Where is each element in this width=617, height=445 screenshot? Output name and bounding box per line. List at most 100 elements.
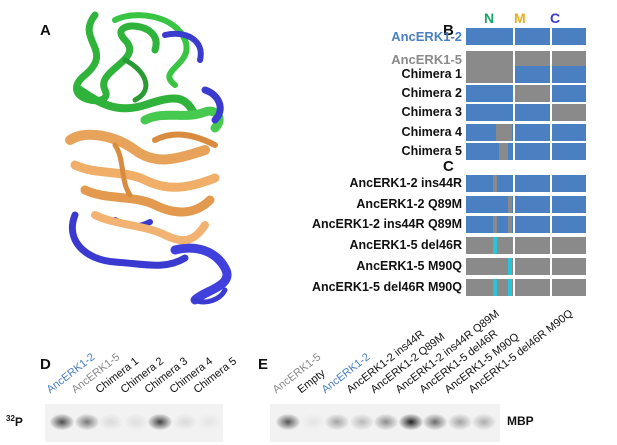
domain-divider <box>513 196 515 213</box>
bar-patch <box>496 124 512 141</box>
domain-divider <box>513 279 515 296</box>
bar-segment <box>514 104 551 121</box>
row-label-c-3: AncERK1-5 del46R <box>349 238 462 252</box>
mutation-mark <box>493 175 497 192</box>
bar-segment <box>466 51 514 68</box>
gel-band <box>423 414 447 430</box>
row-label-b-3: Chimera 2 <box>401 86 462 100</box>
domain-divider <box>513 124 515 141</box>
bar-patch <box>499 143 508 160</box>
bar-segment <box>514 279 551 296</box>
bar-segment <box>466 175 514 192</box>
panel-letter-c: C <box>443 158 454 175</box>
domain-divider <box>550 216 552 233</box>
domain-divider <box>513 104 515 121</box>
gel-band <box>472 414 496 430</box>
bar-segment <box>466 196 514 213</box>
bar-segment <box>551 28 586 45</box>
bar-c-4 <box>466 258 586 275</box>
domain-divider <box>513 66 515 83</box>
bar-segment <box>514 196 551 213</box>
row-label-b-4: Chimera 3 <box>401 105 462 119</box>
bar-segment <box>466 258 514 275</box>
gel-d-tag: 32P <box>6 414 23 429</box>
bar-b-4 <box>466 104 586 121</box>
domain-divider <box>513 237 515 254</box>
bar-b-2 <box>466 66 586 83</box>
row-label-c-0: AncERK1-2 ins44R <box>349 176 462 190</box>
domain-divider <box>513 85 515 102</box>
bar-b-0 <box>466 28 586 45</box>
bar-segment <box>551 196 586 213</box>
mutation-mark <box>493 237 497 254</box>
domain-divider <box>513 175 515 192</box>
domain-divider <box>513 143 515 160</box>
domain-divider <box>550 175 552 192</box>
gel-band <box>123 414 148 430</box>
bar-segment <box>514 124 551 141</box>
bar-segment <box>514 28 551 45</box>
c-lobe-ribbon <box>65 129 220 245</box>
domain-divider <box>550 28 552 45</box>
row-label-b-1: AncERK1-5 <box>391 52 462 67</box>
protein-structure-image <box>65 11 232 305</box>
panel-letter-a: A <box>40 22 51 39</box>
bar-c-2 <box>466 216 586 233</box>
bar-segment <box>514 143 551 160</box>
gel-band <box>349 414 374 430</box>
domain-divider <box>513 258 515 275</box>
domain-divider <box>550 237 552 254</box>
gel-band <box>300 414 325 430</box>
bar-segment <box>466 28 514 45</box>
gel-band <box>74 414 99 430</box>
gel-d <box>45 404 223 442</box>
domain-header-n: N <box>484 10 495 26</box>
mutation-mark <box>508 196 512 213</box>
bar-segment <box>514 258 551 275</box>
bar-segment <box>514 175 551 192</box>
bar-segment <box>551 258 586 275</box>
bar-segment <box>466 104 514 121</box>
domain-divider <box>550 85 552 102</box>
bar-segment <box>551 51 586 68</box>
bar-segment <box>551 175 586 192</box>
bar-b-6 <box>466 143 586 160</box>
bar-c-5 <box>466 279 586 296</box>
gel-band <box>398 414 423 430</box>
domain-divider <box>513 216 515 233</box>
domain-divider <box>513 51 515 68</box>
row-label-b-2: Chimera 1 <box>401 67 462 81</box>
bar-segment <box>514 66 551 83</box>
gel-band <box>197 414 221 430</box>
mutation-mark <box>508 216 512 233</box>
bar-c-3 <box>466 237 586 254</box>
bar-segment <box>551 237 586 254</box>
mutation-mark <box>493 279 497 296</box>
bar-segment <box>551 85 586 102</box>
domain-divider <box>550 279 552 296</box>
bar-segment <box>551 104 586 121</box>
row-label-b-5: Chimera 4 <box>401 125 462 139</box>
row-label-c-5: AncERK1-5 del46R M90Q <box>311 280 462 294</box>
gel-e-tag: MBP <box>507 414 534 428</box>
bar-c-1 <box>466 196 586 213</box>
bar-segment <box>514 51 551 68</box>
row-label-c-1: AncERK1-2 Q89M <box>356 197 462 211</box>
bar-segment <box>514 216 551 233</box>
gel-e <box>270 404 500 442</box>
mutation-mark <box>493 216 497 233</box>
row-label-c-4: AncERK1-5 M90Q <box>356 259 462 273</box>
bar-segment <box>466 237 514 254</box>
bar-b-1 <box>466 51 586 68</box>
mutation-mark <box>508 279 512 296</box>
bar-segment <box>466 85 514 102</box>
domain-header-m: M <box>514 10 526 26</box>
gel-band <box>50 414 74 430</box>
bar-segment <box>551 216 586 233</box>
row-label-b-6: Chimera 5 <box>401 144 462 158</box>
domain-divider <box>550 124 552 141</box>
bar-b-3 <box>466 85 586 102</box>
panel-letter-b: B <box>443 22 454 39</box>
gel-band <box>172 414 197 430</box>
